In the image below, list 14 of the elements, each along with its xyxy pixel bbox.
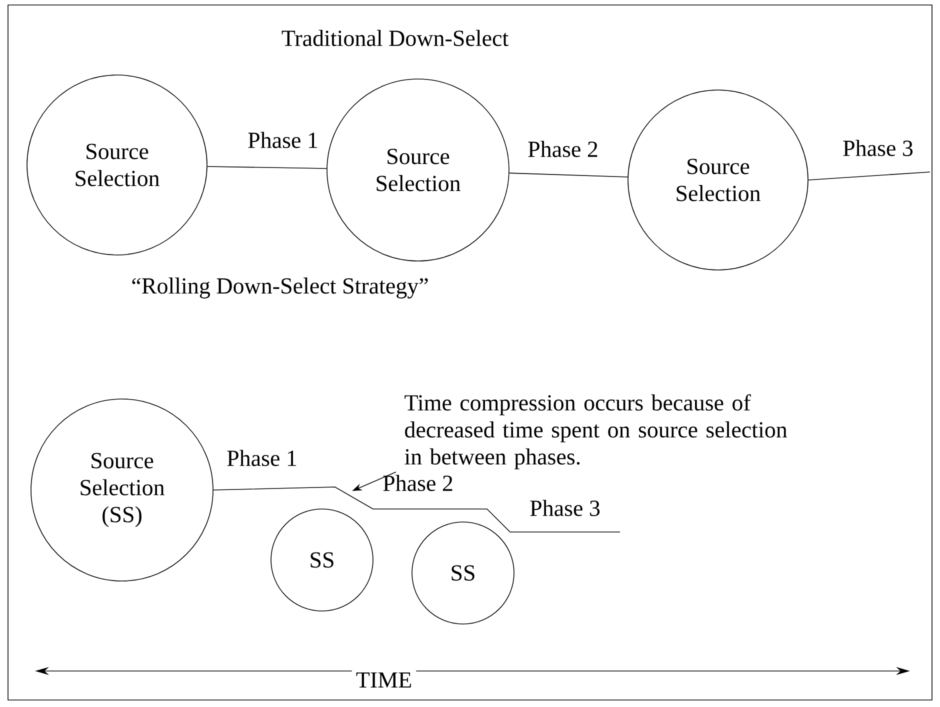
- axis-label: TIME: [352, 668, 416, 692]
- edge-label: Phase 1: [248, 132, 318, 148]
- edge-label: Phase 3: [843, 140, 913, 156]
- heading: Traditional Down-Select: [282, 30, 508, 46]
- connector-line: [207, 166, 328, 169]
- edge-label: Phase 2: [528, 140, 598, 158]
- connector-line: [808, 172, 930, 180]
- heading: “Rolling Down-Select Strategy”: [132, 278, 428, 298]
- phase-label: Phase 1: [227, 450, 296, 466]
- phase-label: Phase 2: [383, 474, 452, 492]
- connector-line: [213, 486, 620, 532]
- annotation-text: Time compression occurs because of decreased time spent on source selection in between phases.: [404, 394, 788, 470]
- phase-label: Phase 3: [530, 500, 600, 516]
- connector-line: [508, 172, 628, 178]
